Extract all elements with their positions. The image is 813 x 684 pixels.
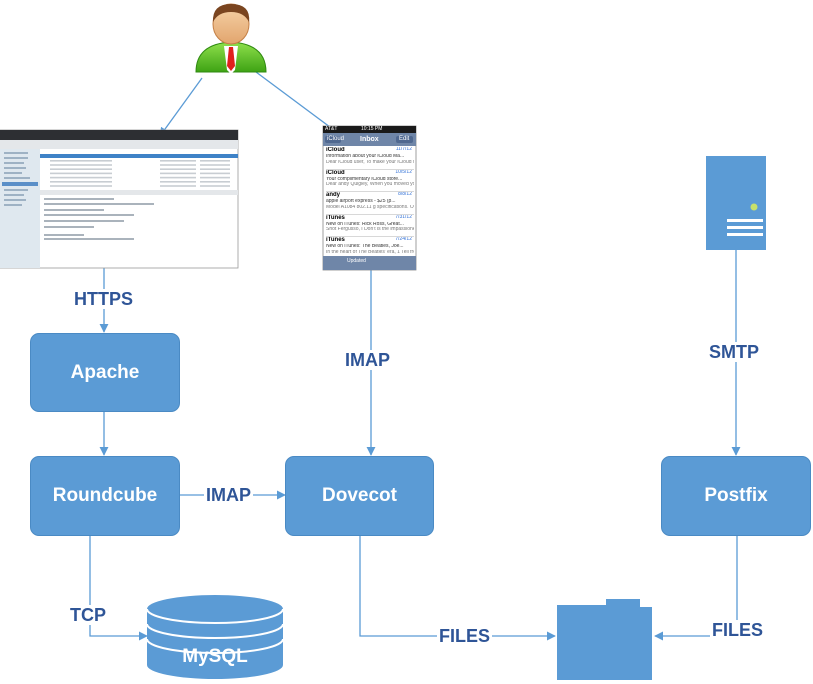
webmail-screenshot (0, 129, 239, 269)
dovecot-node: Dovecot (285, 456, 434, 536)
message-sender: andy (326, 192, 341, 198)
phone-edit-button: Edit (399, 136, 410, 142)
phone-nav-bar: iCloud Inbox Edit (323, 133, 416, 146)
phone-back-button: iCloud (327, 136, 345, 142)
message-sender: iTunes (326, 237, 345, 243)
message-sender: iCloud (326, 169, 345, 176)
message-subject: apple airport express - $25 (p... (326, 199, 396, 204)
message-subject: New on iTunes: Rick Ross, Great... (326, 221, 404, 227)
line-dovecot-to-folder (359, 536, 556, 641)
message-preview: Dear andy Quigley, When you moved your M… (326, 182, 414, 187)
message-date: 10/5/12 (395, 169, 412, 175)
https-label: HTTPS (72, 289, 136, 309)
files-dovecot-label: FILES (437, 626, 493, 646)
message-preview: Model A1084 802.11 g specifications. On … (326, 204, 414, 210)
message-date: 7/31/12 (395, 214, 412, 220)
mysql-label: MySQL (182, 646, 248, 667)
phone-updated-text: Updated (347, 258, 366, 264)
smtp-label: SMTP (707, 342, 762, 362)
message-date: 8/8/12 (398, 192, 412, 197)
server-icon (706, 156, 766, 250)
imap-webmail-label: IMAP (204, 485, 253, 505)
phone-time: 10:15 PM (361, 126, 383, 132)
phone-inbox-title: Inbox (360, 136, 379, 143)
postfix-node: Postfix (661, 456, 811, 536)
message-subject: Your complimentary iCloud store... (326, 176, 403, 182)
message-preview: In the heart of The Beatles' era, 1 Tell… (326, 249, 414, 255)
tcp-label: TCP (68, 605, 108, 625)
apache-node: Apache (30, 333, 180, 412)
message-date: 11/7/12 (395, 147, 412, 152)
line-roundcube-to-mysql (89, 536, 148, 641)
files-postfix-label: FILES (710, 620, 766, 640)
database-icon (146, 595, 284, 679)
phone-carrier: AT&T (325, 126, 338, 132)
message-sender: iCloud (326, 147, 345, 153)
folder-icon (557, 599, 652, 680)
message-date: 7/24/12 (395, 237, 412, 242)
user-icon (195, 3, 267, 74)
message-sender: iTunes (326, 214, 345, 221)
message-preview: Dear iCloud user, To make your iCloud Ma… (326, 159, 414, 165)
message-preview: Shot Fergusso, I Don't is the impassione… (326, 227, 414, 232)
phone-status-bar: AT&T 10:15 PM (325, 126, 414, 133)
arrow-user-to-phone (255, 71, 343, 137)
arrow-user-to-webmail (159, 77, 203, 137)
roundcube-node: Roundcube (30, 456, 180, 536)
phone-screenshot (322, 125, 417, 271)
message-subject: Information about your iCloud Ma... (326, 154, 405, 159)
imap-phone-label: IMAP (343, 350, 392, 370)
message-subject: New on iTunes: The Beatles, Joe... (326, 244, 404, 249)
